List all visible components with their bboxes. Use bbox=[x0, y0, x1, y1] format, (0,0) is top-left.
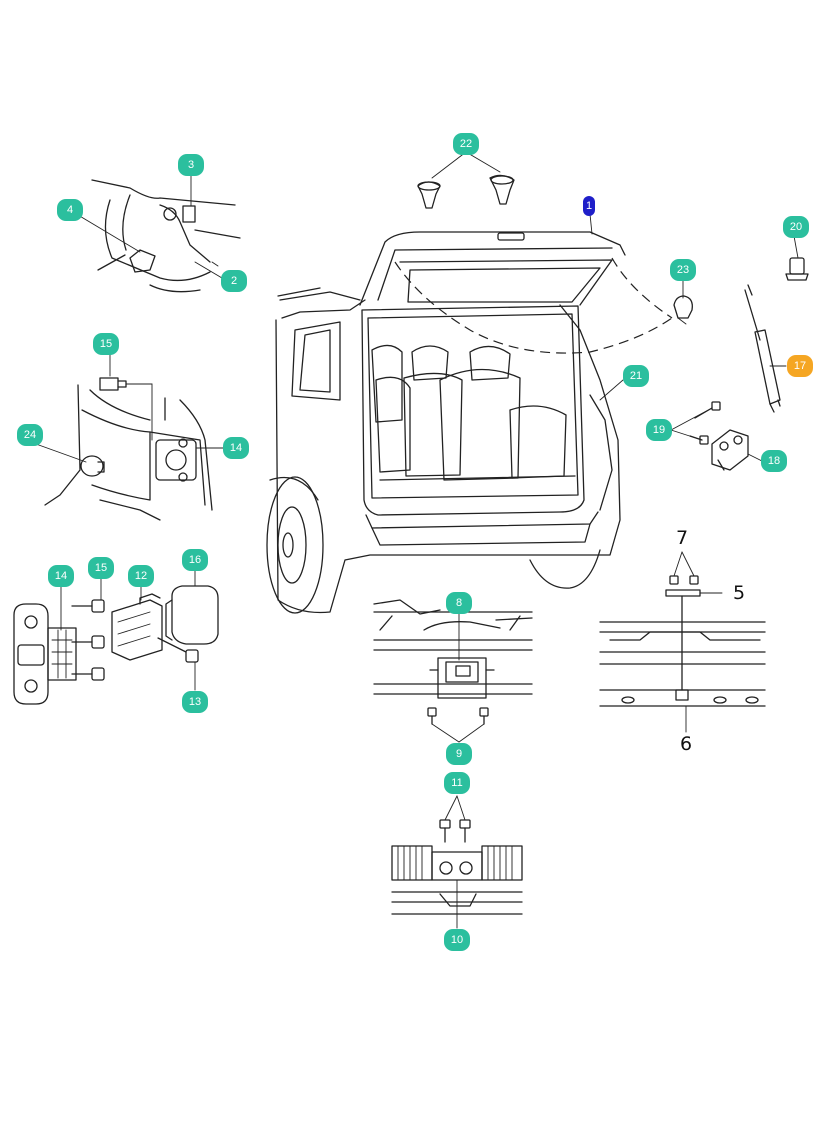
callout-9[interactable]: 9 bbox=[446, 743, 472, 765]
hinge-detail-top-left bbox=[91, 179, 241, 293]
bracket-detail-right bbox=[599, 575, 766, 707]
gas-strut-17 bbox=[744, 284, 781, 413]
callout-24[interactable]: 24 bbox=[17, 424, 43, 446]
callout-label: 1 bbox=[586, 200, 592, 212]
callout-label: 18 bbox=[768, 455, 780, 467]
callout-badge-shape[interactable] bbox=[453, 133, 479, 155]
callout-label: 2 bbox=[231, 275, 237, 287]
callout-badge-shape[interactable] bbox=[444, 929, 470, 951]
callout-label: 9 bbox=[456, 748, 462, 760]
callout-label: 8 bbox=[456, 597, 462, 609]
callout-badge-shape[interactable] bbox=[178, 154, 204, 176]
callout-badge-shape[interactable] bbox=[57, 199, 83, 221]
callout-17[interactable]: 17 bbox=[787, 355, 813, 377]
callout-badge-shape[interactable] bbox=[128, 565, 154, 587]
callout-label: 4 bbox=[67, 204, 73, 216]
callout-14[interactable]: 14 bbox=[223, 437, 249, 459]
callout-badge-shape[interactable] bbox=[646, 419, 672, 441]
callout-label: 11 bbox=[451, 777, 462, 789]
callout-badge-shape[interactable] bbox=[88, 557, 114, 579]
callout-badge-shape[interactable] bbox=[221, 270, 247, 292]
callout-label: 12 bbox=[135, 570, 147, 582]
callout-badge-shape[interactable] bbox=[761, 450, 787, 472]
callout-label: 10 bbox=[451, 934, 463, 946]
callout-badge-shape[interactable] bbox=[446, 592, 472, 614]
callout-23[interactable]: 23 bbox=[670, 259, 696, 281]
plain-label-6: 6 bbox=[680, 733, 692, 755]
callout-badge-shape[interactable] bbox=[787, 355, 813, 377]
vehicle-rear-illustration bbox=[266, 231, 673, 614]
callout-4[interactable]: 4 bbox=[57, 199, 83, 221]
callout-label: 17 bbox=[794, 360, 806, 372]
plain-label-5: 5 bbox=[733, 582, 745, 604]
callout-badge-shape[interactable] bbox=[623, 365, 649, 387]
striker-parts-bottom-left bbox=[13, 585, 219, 705]
callout-label: 21 bbox=[630, 370, 642, 382]
callout-label: 3 bbox=[188, 159, 194, 171]
callout-badge-shape[interactable] bbox=[182, 691, 208, 713]
clip-parts-22 bbox=[417, 174, 515, 209]
callout-8[interactable]: 8 bbox=[446, 592, 472, 614]
callout-10[interactable]: 10 bbox=[444, 929, 470, 951]
leader-lines bbox=[35, 151, 799, 929]
plain-label-7: 7 bbox=[676, 527, 688, 549]
nut-part-20 bbox=[785, 257, 809, 281]
callout-badge-shape[interactable] bbox=[444, 772, 470, 794]
callout-20[interactable]: 20 bbox=[783, 216, 809, 238]
callout-label: 20 bbox=[790, 221, 802, 233]
callout-3[interactable]: 3 bbox=[178, 154, 204, 176]
callout-label: 24 bbox=[24, 429, 36, 441]
callout-16[interactable]: 16 bbox=[182, 549, 208, 571]
callout-badge-shape[interactable] bbox=[783, 216, 809, 238]
callout-11[interactable]: 11 bbox=[444, 772, 470, 794]
callout-19[interactable]: 19 bbox=[646, 419, 672, 441]
callout-label: 19 bbox=[653, 424, 665, 436]
callout-15[interactable]: 15 bbox=[93, 333, 119, 355]
callout-badge-shape[interactable] bbox=[48, 565, 74, 587]
callout-badge-shape[interactable] bbox=[670, 259, 696, 281]
callout-badge-shape[interactable] bbox=[93, 333, 119, 355]
callout-badge-shape[interactable] bbox=[223, 437, 249, 459]
callout-label: 23 bbox=[677, 264, 689, 276]
callout-badge-shape[interactable] bbox=[446, 743, 472, 765]
callout-badge-shape[interactable] bbox=[583, 196, 595, 216]
buffer-part-23 bbox=[673, 295, 693, 325]
callout-label: 16 bbox=[189, 554, 201, 566]
bracket-part-18 bbox=[711, 429, 749, 471]
callout-22[interactable]: 22 bbox=[453, 133, 479, 155]
callout-15[interactable]: 15 bbox=[88, 557, 114, 579]
callout-label: 22 bbox=[460, 138, 472, 150]
callout-12[interactable]: 12 bbox=[128, 565, 154, 587]
callout-label: 15 bbox=[95, 562, 107, 574]
callout-label: 13 bbox=[189, 696, 201, 708]
callout-label: 15 bbox=[100, 338, 112, 350]
callout-badge-shape[interactable] bbox=[182, 549, 208, 571]
callout-badge-shape[interactable] bbox=[17, 424, 43, 446]
callout-label: 14 bbox=[55, 570, 67, 582]
plain-number-labels: 5 6 7 bbox=[676, 527, 745, 755]
callout-21[interactable]: 21 bbox=[623, 365, 649, 387]
callout-1[interactable]: 1 bbox=[583, 196, 595, 216]
latch-detail-center bbox=[373, 599, 533, 725]
callout-13[interactable]: 13 bbox=[182, 691, 208, 713]
callout-2[interactable]: 2 bbox=[221, 270, 247, 292]
callout-18[interactable]: 18 bbox=[761, 450, 787, 472]
callout-label: 14 bbox=[230, 442, 242, 454]
striker-detail-mid-left bbox=[44, 377, 213, 521]
callout-14[interactable]: 14 bbox=[48, 565, 74, 587]
